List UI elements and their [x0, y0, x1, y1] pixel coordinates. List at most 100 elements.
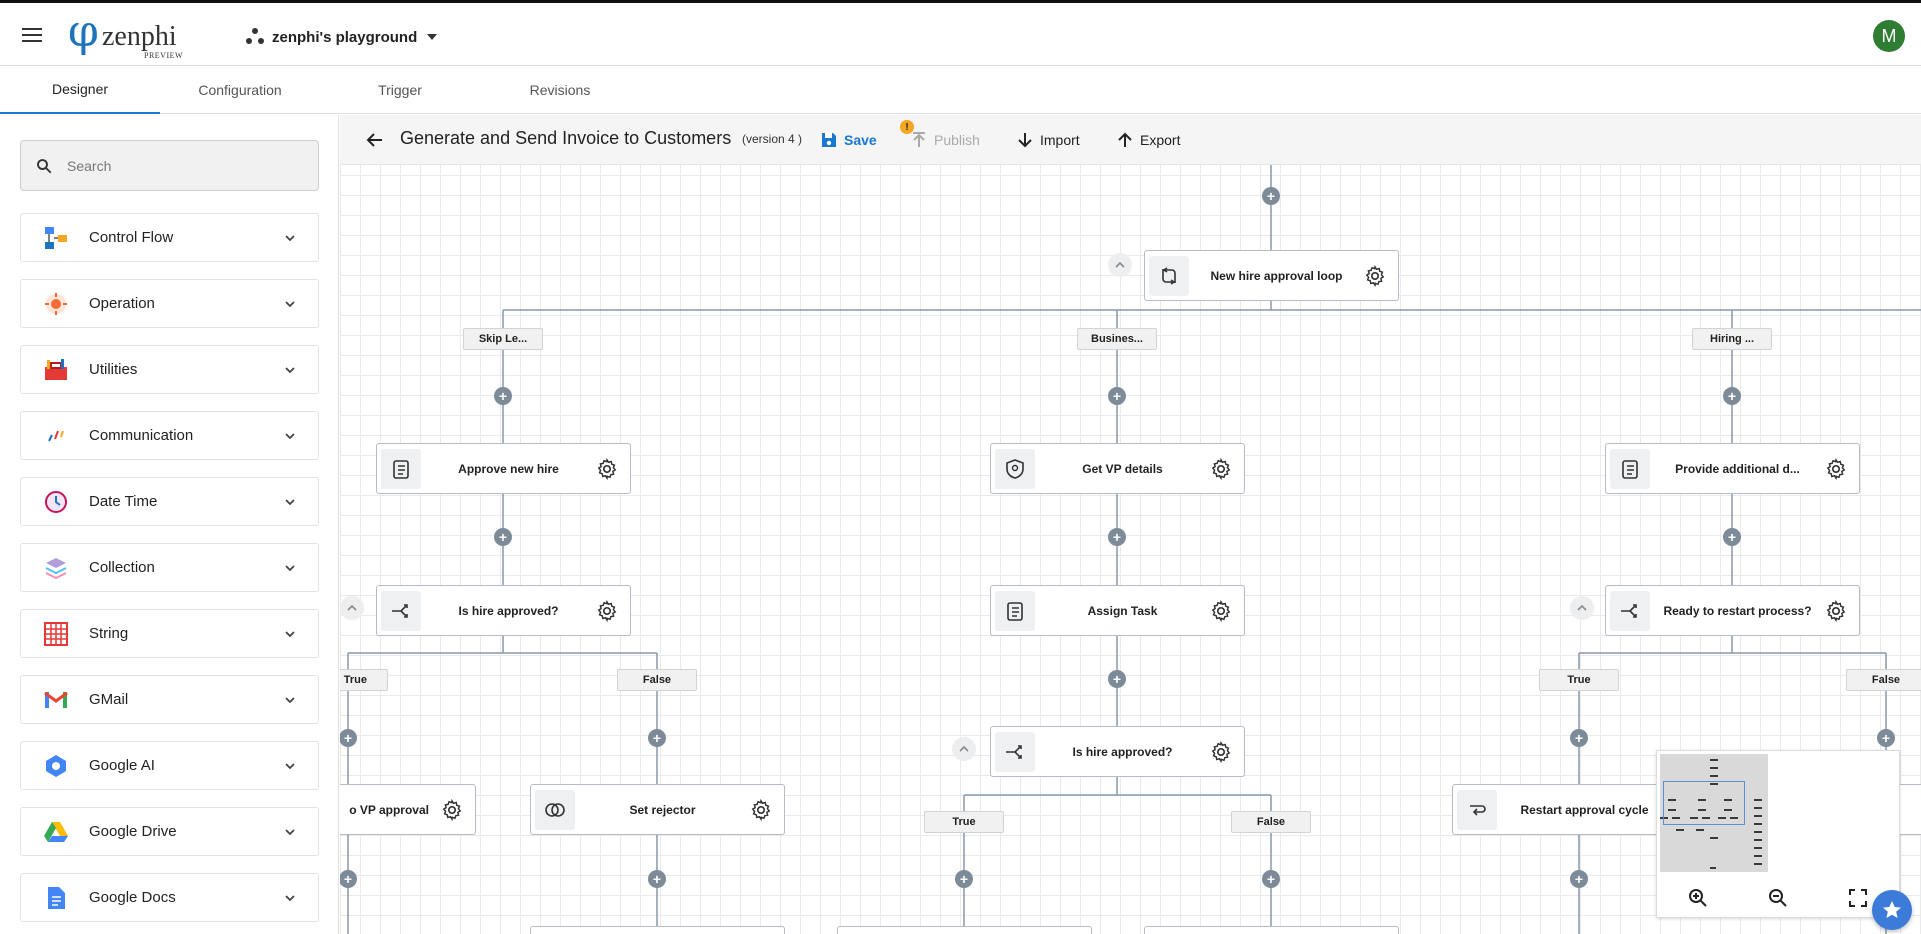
branch-icon [995, 731, 1035, 772]
save-label: Save [844, 132, 877, 148]
add-step-button[interactable]: + [340, 729, 357, 747]
category-gmail[interactable]: GMail [20, 675, 319, 724]
node-ready-to-restart[interactable]: Ready to restart process? [1605, 585, 1860, 636]
collapse-chevron-icon[interactable] [1108, 253, 1132, 277]
category-google-ai[interactable]: Google AI [20, 741, 319, 790]
collapse-chevron-icon[interactable] [1570, 596, 1594, 620]
category-string[interactable]: String [20, 609, 319, 658]
branch-label-false[interactable]: False [617, 669, 697, 691]
add-step-button[interactable]: + [1108, 528, 1126, 546]
gear-icon[interactable] [1210, 740, 1232, 763]
add-step-button[interactable]: + [1262, 870, 1280, 888]
add-step-button[interactable]: + [494, 528, 512, 546]
add-step-button[interactable]: + [1570, 729, 1588, 747]
add-step-button[interactable]: + [648, 729, 666, 747]
string-icon [41, 619, 71, 649]
tab-bar: Designer Configuration Trigger Revisions [0, 66, 1921, 114]
gear-icon[interactable] [1210, 457, 1232, 480]
node-is-hire-approved[interactable]: Is hire approved? [376, 585, 631, 636]
export-label: Export [1140, 132, 1181, 148]
gear-icon[interactable] [1825, 599, 1847, 622]
add-step-button[interactable]: + [1723, 528, 1741, 546]
node-label: Set rejector [629, 802, 696, 817]
arrow-up-icon [1118, 132, 1132, 147]
import-button[interactable]: Import [1016, 128, 1080, 152]
add-step-button[interactable]: + [494, 387, 512, 405]
tab-designer[interactable]: Designer [0, 66, 160, 114]
minimap-view-frame[interactable] [1663, 781, 1745, 825]
category-collection[interactable]: Collection [20, 543, 319, 592]
node-assign-task[interactable]: Assign Task [990, 585, 1245, 636]
add-step-button[interactable]: + [1108, 670, 1126, 688]
add-step-button[interactable]: + [1877, 729, 1895, 747]
workflow-version: (version 4 ) [742, 132, 803, 146]
node-partial[interactable] [1144, 926, 1399, 934]
node-get-vp-details[interactable]: Get VP details [990, 443, 1245, 494]
branch-label-true[interactable]: True [1539, 669, 1619, 691]
node-label: Is hire approved? [458, 603, 559, 618]
branch-label-true[interactable]: True [340, 669, 388, 691]
branch-label[interactable]: Hiring ... [1692, 328, 1772, 350]
node-provide-additional-details[interactable]: Provide additional d... [1605, 443, 1860, 494]
category-utilities[interactable]: Utilities [20, 345, 319, 394]
category-label: Google Docs [89, 889, 176, 906]
save-button[interactable]: Save [820, 128, 877, 152]
node-is-hire-approved-2[interactable]: Is hire approved? [990, 726, 1245, 777]
node-approve-new-hire[interactable]: Approve new hire [376, 443, 631, 494]
branch-label-false[interactable]: False [1846, 669, 1921, 691]
node-new-hire-approval-loop[interactable]: New hire approval loop [1144, 250, 1399, 301]
export-button[interactable]: Export [1116, 128, 1180, 152]
node-vp-approval[interactable]: o VP approval [340, 784, 476, 835]
branch-label[interactable]: Busines... [1077, 328, 1157, 350]
gear-icon[interactable] [596, 599, 618, 622]
node-label: Approve new hire [458, 461, 559, 476]
branch-label-true[interactable]: True [924, 811, 1004, 833]
branch-label[interactable]: Skip Le... [463, 328, 543, 350]
category-date-time[interactable]: Date Time [20, 477, 319, 526]
add-step-button[interactable]: + [1262, 187, 1280, 205]
search-input[interactable] [67, 153, 307, 179]
tab-configuration[interactable]: Configuration [198, 82, 282, 98]
category-communication[interactable]: Communication [20, 411, 319, 460]
category-control-flow[interactable]: Control Flow [20, 213, 319, 262]
fullscreen-icon[interactable] [1847, 887, 1869, 909]
gear-icon[interactable] [750, 798, 772, 821]
back-arrow-icon[interactable] [365, 130, 385, 150]
zenphi-logo[interactable]: φ zenphi PREVIEW [68, 9, 188, 61]
gear-icon[interactable] [596, 457, 618, 480]
node-set-rejector[interactable]: Set rejector [530, 784, 785, 835]
tab-trigger[interactable]: Trigger [378, 82, 422, 98]
gear-icon[interactable] [1210, 599, 1232, 622]
collapse-chevron-icon[interactable] [340, 596, 364, 620]
branch-label-false[interactable]: False [1231, 811, 1311, 833]
add-step-button[interactable]: + [648, 870, 666, 888]
tab-revisions[interactable]: Revisions [529, 82, 591, 98]
user-avatar[interactable]: M [1873, 20, 1905, 52]
category-operation[interactable]: Operation [20, 279, 319, 328]
chevron-down-icon [285, 696, 295, 703]
favorite-star-button[interactable] [1872, 890, 1912, 930]
collapse-chevron-icon[interactable] [952, 737, 976, 761]
add-step-button[interactable]: + [1570, 870, 1588, 888]
gear-icon[interactable] [441, 798, 463, 821]
phi-logo-mark: φ [68, 6, 99, 57]
category-google-docs[interactable]: Google Docs [20, 873, 319, 922]
node-partial[interactable] [530, 926, 785, 934]
category-google-drive[interactable]: Google Drive [20, 807, 319, 856]
hamburger-menu-icon[interactable] [22, 25, 48, 47]
gear-icon[interactable] [1364, 264, 1386, 287]
add-step-button[interactable]: + [1723, 387, 1741, 405]
zoom-out-icon[interactable] [1767, 887, 1789, 909]
add-step-button[interactable]: + [1108, 387, 1126, 405]
zoom-in-icon[interactable] [1687, 887, 1709, 909]
gear-icon[interactable] [1825, 457, 1847, 480]
node-label: New hire approval loop [1210, 268, 1343, 283]
add-step-button[interactable]: + [955, 870, 973, 888]
minimap[interactable] [1656, 750, 1900, 918]
workspace-selector[interactable]: zenphi's playground [246, 25, 438, 49]
node-partial[interactable] [837, 926, 1092, 934]
publish-button[interactable]: Publish [910, 128, 980, 152]
add-step-button[interactable]: + [340, 870, 357, 888]
workspace-icon [246, 28, 264, 46]
category-label: Google Drive [89, 823, 177, 840]
